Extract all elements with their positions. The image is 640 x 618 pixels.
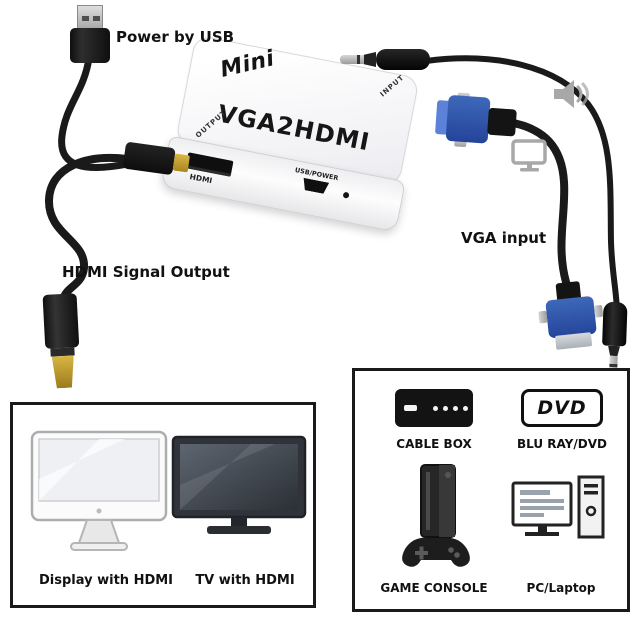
audio-jack-body bbox=[602, 301, 628, 347]
game-console-icon bbox=[402, 464, 470, 567]
hdmi-port-label: HDMI bbox=[188, 172, 213, 186]
sources-panel: CABLE BOX DVD BLU RAY/DVD GAME CONSOLE bbox=[352, 368, 630, 612]
vga-strain-relief bbox=[487, 107, 517, 137]
usb-power-port-label: USB/POWER bbox=[294, 166, 340, 183]
pc-icon bbox=[511, 475, 605, 539]
cable-box-dot bbox=[443, 406, 448, 411]
speaker-icon bbox=[554, 80, 589, 108]
vga-thumbscrew bbox=[593, 304, 604, 318]
hdmi-displays-panel: Display with HDMI TV with HDMI bbox=[10, 402, 316, 608]
audio-cable bbox=[423, 55, 620, 313]
dvd-logo: DVD bbox=[521, 389, 603, 427]
display-with-hdmi-label: Display with HDMI bbox=[38, 573, 174, 588]
hdmi-plug-body bbox=[42, 293, 80, 349]
cable-box-dot bbox=[433, 406, 438, 411]
audio-jack-cone bbox=[364, 52, 376, 67]
cable-box-label: CABLE BOX bbox=[396, 437, 472, 451]
dvd-logo-text: DVD bbox=[537, 397, 587, 419]
audio-jack-body bbox=[376, 49, 430, 70]
tv-icon bbox=[171, 435, 307, 534]
brand-text: Mini bbox=[218, 46, 277, 83]
vga-plug-shell bbox=[445, 94, 491, 144]
hdmi-output-plug bbox=[42, 293, 84, 391]
hdmi-plug-gold-tip bbox=[172, 153, 190, 173]
usb-plug bbox=[70, 5, 110, 63]
vga-input-plug bbox=[536, 279, 611, 373]
vga-thumbscrew bbox=[538, 310, 548, 324]
audio-jack-plug bbox=[340, 46, 432, 74]
pc-laptop-label: PC/Laptop bbox=[526, 581, 596, 595]
cable-box-dot bbox=[463, 406, 468, 411]
power-by-usb-label: Power by USB bbox=[116, 28, 235, 46]
cable-box-dot bbox=[453, 406, 458, 411]
vga-input-label: VGA input bbox=[461, 229, 547, 247]
tv-with-hdmi-label: TV with HDMI bbox=[195, 573, 295, 588]
imac-display-icon bbox=[30, 430, 168, 551]
hdmi-signal-output-label: HDMI Signal Output bbox=[62, 263, 230, 281]
audio-jack-ring bbox=[609, 363, 618, 368]
blu-ray-dvd-label: BLU RAY/DVD bbox=[517, 437, 607, 451]
vga-cable bbox=[504, 118, 574, 298]
usb-slot bbox=[93, 16, 100, 21]
input-edge-label: INPUT bbox=[378, 73, 406, 99]
hdmi-output-cable bbox=[44, 153, 138, 304]
usb-power-cable bbox=[58, 54, 194, 172]
vga-plug-face bbox=[554, 332, 593, 350]
usb-slot bbox=[82, 16, 89, 21]
game-console-label: GAME CONSOLE bbox=[380, 581, 488, 595]
monitor-icon bbox=[511, 139, 547, 172]
hdmi-plug-body bbox=[122, 141, 176, 176]
usb-plug-metal bbox=[77, 5, 103, 29]
audio-jack-cone bbox=[608, 346, 620, 356]
usb-power-port bbox=[301, 178, 329, 195]
hdmi-plug-neck bbox=[50, 347, 75, 357]
cable-box-icon bbox=[395, 389, 473, 427]
audio-jack-tip bbox=[340, 55, 364, 64]
usb-plug-body bbox=[70, 28, 110, 63]
hdmi-plug-gold-tip bbox=[52, 355, 76, 388]
audio-jack-ring bbox=[357, 55, 360, 64]
led-indicator bbox=[342, 191, 350, 199]
vga-plug-into-converter bbox=[434, 91, 524, 151]
cable-box-display bbox=[404, 405, 417, 411]
